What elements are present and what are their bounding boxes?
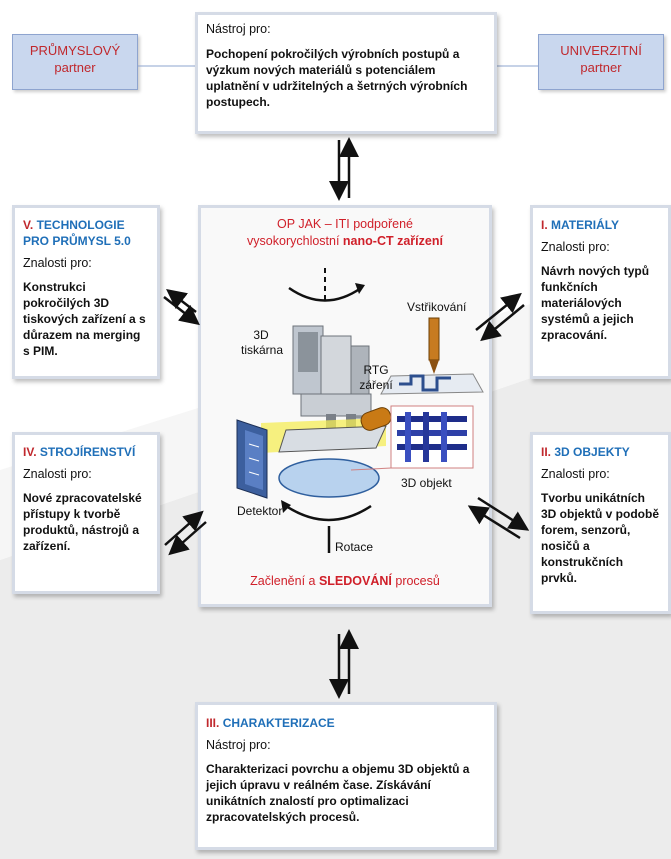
industrial-partner-title: PRŮMYSLOVÝ xyxy=(29,43,121,58)
label-printer: 3D tiskárna xyxy=(241,328,284,358)
box-materials-heading: I. MATERIÁLY xyxy=(541,217,660,233)
box-engineering-heading: IV. STROJÍRENSTVÍ xyxy=(23,444,149,460)
box-materials-text: Návrh nových typů funkčních materiálovýc… xyxy=(541,264,650,342)
box-materials-number: I. xyxy=(541,218,548,232)
box-characterization-heading: III. CHARAKTERIZACE xyxy=(206,715,486,731)
box-3d-objects-text: Tvorbu unikátních 3D objektů v podobě fo… xyxy=(541,491,660,585)
label-rtg-line2: záření xyxy=(359,378,393,392)
box-characterization-znalosti: Nástroj pro: xyxy=(206,738,271,752)
university-partner-box: UNIVERZITNÍ partner xyxy=(538,34,664,90)
label-detector: Detektor xyxy=(237,504,283,518)
box-characterization: III. CHARAKTERIZACE Nástroj pro: Charakt… xyxy=(195,702,497,850)
box-technology-name-line1: TECHNOLOGIE xyxy=(36,218,125,232)
label-rtg-line1: RTG xyxy=(363,363,389,377)
box-engineering-text: Nové zpracovatelské přístupy k tvorbě pr… xyxy=(23,491,142,553)
box-materials-znalosti: Znalosti pro: xyxy=(541,240,610,254)
box-materials-name: MATERIÁLY xyxy=(551,218,620,232)
industrial-partner-box: PRŮMYSLOVÝ partner xyxy=(12,34,138,90)
box-characterization-name: CHARAKTERIZACE xyxy=(222,716,335,730)
box-engineering-name: STROJÍRENSTVÍ xyxy=(39,445,136,459)
nano-ct-illustration xyxy=(236,268,484,553)
printer-platform xyxy=(278,425,387,453)
top-box-text: Pochopení pokročilých výrobních postupů … xyxy=(206,47,468,109)
injection-illustration xyxy=(380,317,484,395)
label-rtg: RTG záření xyxy=(351,363,401,393)
central-bottom-b: SLEDOVÁNÍ xyxy=(318,574,392,588)
industrial-partner-label: partner xyxy=(54,60,96,75)
central-title-line2a: vysokorychlostní xyxy=(247,234,343,248)
object-3d-inset xyxy=(350,405,474,471)
central-title: OP JAK – ITI podpořené vysokorychlostní … xyxy=(201,216,489,250)
central-title-line1: OP JAK – ITI podpořené xyxy=(277,217,413,231)
central-nano-ct-box: OP JAK – ITI podpořené vysokorychlostní … xyxy=(198,205,492,607)
box-technology-heading: V. TECHNOLOGIE PRO PRŮMYSL 5.0 xyxy=(23,217,149,249)
xray-source xyxy=(360,407,392,431)
box-engineering-number: IV. xyxy=(23,445,37,459)
box-characterization-number: III. xyxy=(206,716,220,730)
box-3d-objects-name: 3D OBJEKTY xyxy=(554,445,630,459)
label-3d-object: 3D objekt xyxy=(401,476,452,490)
box-technology-number: V. xyxy=(23,218,34,232)
box-3d-objects-number: II. xyxy=(541,445,552,459)
box-technology-text: Konstrukci pokročilých 3D tiskových zaří… xyxy=(23,280,146,358)
box-characterization-text: Charakterizaci povrchu a objemu 3D objek… xyxy=(206,762,470,824)
university-partner-label: partner xyxy=(580,60,622,75)
label-printer-line2: tiskárna xyxy=(241,343,284,357)
rotation-arc-bottom xyxy=(281,500,372,553)
box-technology-znalosti: Znalosti pro: xyxy=(23,256,92,270)
top-tool-box: Nástroj pro: Pochopení pokročilých výrob… xyxy=(195,12,497,134)
rotation-stage xyxy=(278,458,380,498)
central-bottom-caption: Začlenění a SLEDOVÁNÍ procesů xyxy=(201,574,489,588)
central-title-line2b: nano-CT zařízení xyxy=(342,234,443,248)
top-box-heading: Nástroj pro: xyxy=(206,22,271,36)
detector-panel xyxy=(236,419,268,499)
box-technology: V. TECHNOLOGIE PRO PRŮMYSL 5.0 Znalosti … xyxy=(12,205,160,379)
central-bottom-a: Začlenění a xyxy=(250,574,319,588)
box-engineering-znalosti: Znalosti pro: xyxy=(23,467,92,481)
box-3d-objects: II. 3D OBJEKTY Znalosti pro: Tvorbu unik… xyxy=(530,432,671,614)
box-3d-objects-znalosti: Znalosti pro: xyxy=(541,467,610,481)
box-3d-objects-heading: II. 3D OBJEKTY xyxy=(541,444,660,460)
box-technology-name-line2: PRO PRŮMYSL 5.0 xyxy=(23,234,131,248)
label-printer-line1: 3D xyxy=(253,328,269,342)
central-bottom-c: procesů xyxy=(391,574,440,588)
label-rotation: Rotace xyxy=(335,540,374,554)
box-engineering: IV. STROJÍRENSTVÍ Znalosti pro: Nové zpr… xyxy=(12,432,160,594)
label-injection: Vstřikování xyxy=(407,300,467,314)
box-materials: I. MATERIÁLY Znalosti pro: Návrh nových … xyxy=(530,205,671,379)
university-partner-title: UNIVERZITNÍ xyxy=(560,43,642,58)
rotation-arc-top xyxy=(288,268,365,303)
